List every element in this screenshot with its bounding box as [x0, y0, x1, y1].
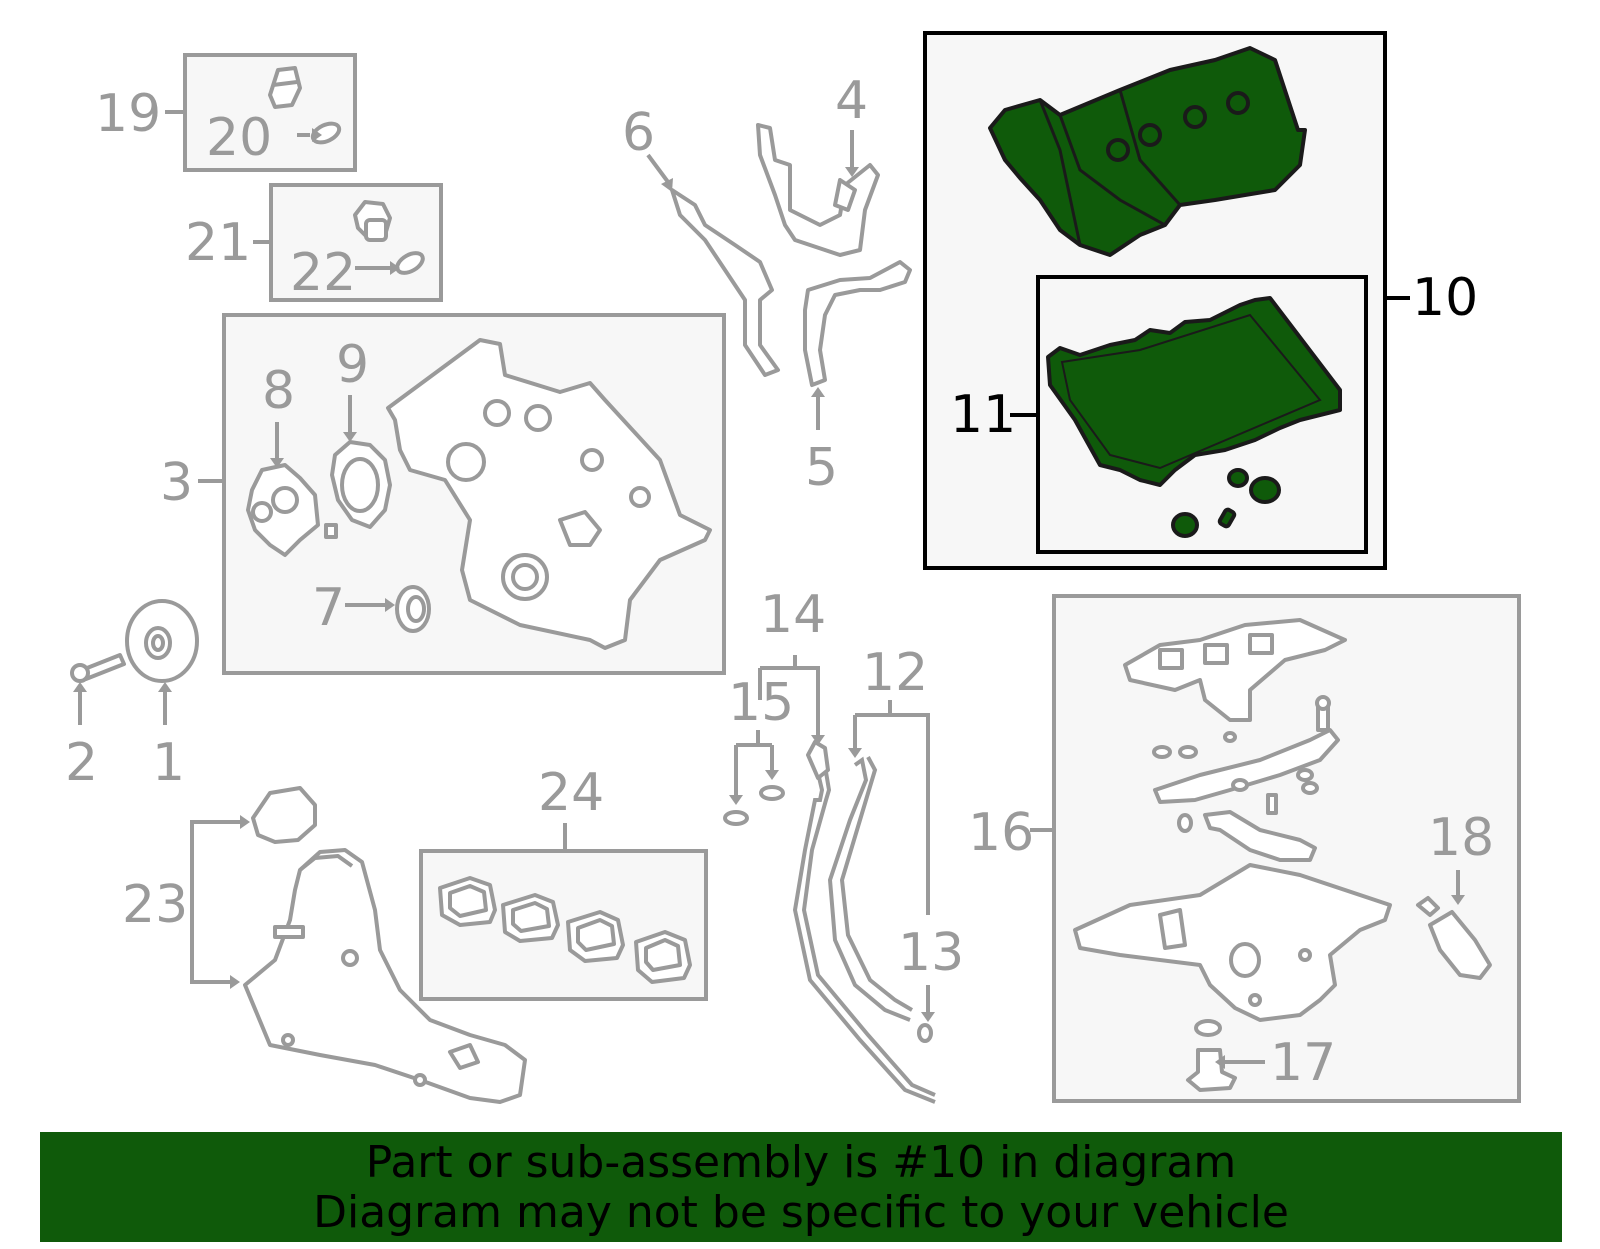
intake-gaskets-part-24: [438, 876, 692, 984]
dipstick-tube-part-12: [827, 756, 914, 1022]
oil-fill-cap-part-20: [268, 66, 342, 145]
intake-manifold-part-23: [243, 786, 527, 1104]
oil-cap-part-22: [353, 200, 425, 275]
callout-17: 17: [1270, 1033, 1336, 1093]
callout-4: 4: [835, 71, 868, 131]
callout-7: 7: [312, 578, 345, 638]
oil-filter-part-18: [1416, 896, 1492, 980]
callout-13: 13: [898, 923, 964, 983]
callout-8: 8: [262, 361, 295, 421]
water-pump-gasket-part-9: [324, 440, 392, 539]
callout-12: 12: [862, 643, 928, 703]
banner-line-1: Part or sub-assembly is #10 in diagram: [365, 1137, 1237, 1188]
callout-14: 14: [760, 585, 826, 645]
gasket-part-6: [670, 188, 780, 377]
washers-part-15: [723, 785, 785, 826]
o-ring-part-13: [917, 1023, 933, 1043]
callout-22: 22: [290, 243, 356, 303]
valve-cover-part-10: [988, 46, 1307, 257]
timing-cover-part-3: [386, 338, 712, 650]
callout-1: 1: [152, 733, 185, 793]
leader-lines: [73, 110, 1465, 1069]
callout-3: 3: [160, 453, 193, 513]
gasket-part-4: [756, 123, 880, 257]
callout-6: 6: [622, 103, 655, 163]
info-banner: Part or sub-assembly is #10 in diagram D…: [40, 1132, 1562, 1242]
oil-pan-part-16: [1073, 618, 1392, 1022]
callout-16: 16: [968, 803, 1034, 863]
valve-cover-gasket-part-11: [1046, 296, 1342, 538]
dipstick-part-14: [792, 740, 936, 1104]
drain-plug-part-17: [1186, 1019, 1237, 1092]
callout-10: 10: [1412, 268, 1478, 328]
gasket-part-5: [803, 260, 912, 387]
callout-20: 20: [206, 108, 272, 168]
pulley-part-1: [125, 599, 199, 683]
callout-19: 19: [95, 84, 161, 144]
water-pump-part-8: [246, 463, 320, 557]
group-box-21: [269, 183, 443, 302]
callout-24: 24: [538, 763, 604, 823]
bolt-part-2: [70, 653, 126, 683]
callout-5: 5: [805, 438, 838, 498]
callout-18: 18: [1428, 808, 1494, 868]
callout-23: 23: [122, 875, 188, 935]
callout-21: 21: [185, 213, 251, 273]
front-seal-part-7: [395, 585, 431, 633]
callout-11: 11: [950, 385, 1016, 445]
callout-15: 15: [728, 673, 794, 733]
banner-line-2: Diagram may not be specific to your vehi…: [313, 1187, 1289, 1238]
callout-9: 9: [336, 335, 369, 395]
callout-2: 2: [65, 733, 98, 793]
